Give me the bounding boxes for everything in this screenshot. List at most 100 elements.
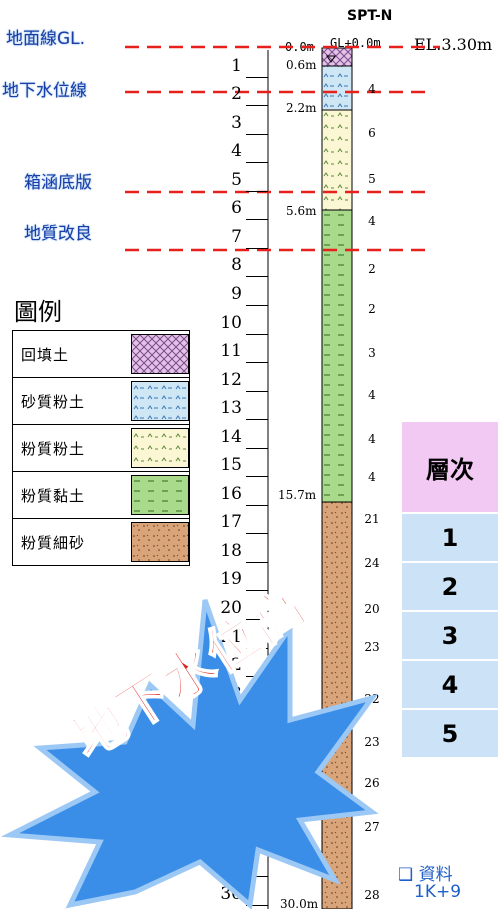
depth-tick: [246, 390, 268, 392]
depth-tick: [246, 647, 268, 649]
legend: 回填土 砂質粉土 粉質粉土 粉質黏土 粉質細砂: [12, 330, 190, 566]
spt-value: 20: [364, 602, 380, 616]
depth-tick-label: 5: [231, 169, 242, 190]
sandy-silt-swatch: [131, 381, 189, 421]
spt-value: 5: [368, 172, 376, 186]
depth-tick-label: 18: [220, 540, 242, 561]
legend-item-label: 粉質粉土: [21, 439, 86, 458]
depth-tick: [246, 247, 268, 249]
layer-table: 層次 1 2 3 4 5: [400, 420, 500, 759]
depth-tick-label: 16: [220, 483, 242, 504]
legend-item: 回填土: [13, 331, 189, 378]
depth-tick: [246, 133, 268, 135]
layer-sandy-silt: [321, 65, 353, 111]
depth-tick: [246, 333, 268, 335]
note-line-1: ❑ 資料: [398, 865, 453, 885]
layer-table-cell: 1: [400, 512, 500, 563]
layer-depth-mark: 0.6m: [286, 58, 317, 72]
spt-value: 3: [368, 346, 376, 360]
legend-item-label: 砂質粉土: [21, 392, 86, 411]
depth-tick-label: 20: [220, 598, 242, 618]
depth-tick-label: 7: [231, 226, 242, 247]
depth-tick-label: 9: [231, 283, 242, 304]
depth-tick: [246, 590, 268, 592]
layer-silty-clay: [321, 209, 353, 503]
depth-tick: [246, 561, 268, 563]
depth-tick-label: 4: [231, 141, 242, 162]
depth-tick-label: 19: [220, 569, 242, 590]
legend-title: 圖例: [14, 298, 62, 326]
spt-value: 23: [364, 735, 380, 749]
spt-value: 4: [368, 214, 376, 228]
legend-item-label: 回填土: [21, 345, 70, 364]
top-depth: 0.0m: [285, 40, 314, 54]
culvert-bottom-label: 箱涵底版: [24, 173, 92, 193]
elevation-label: EL.3.30m: [414, 35, 493, 54]
depth-tick: [246, 304, 268, 306]
depth-tick-label: 6: [231, 198, 242, 219]
depth-tick: [246, 619, 268, 620]
layer-table-cell: 3: [400, 610, 500, 661]
spt-value: 6: [368, 126, 376, 140]
spt-value: 23: [364, 640, 380, 654]
soil-improvement-label: 地質改良: [24, 224, 92, 244]
layer-table-header: 層次: [400, 420, 500, 514]
depth-tick-label: 12: [220, 369, 242, 390]
silty-fine-sand-swatch: [131, 522, 189, 562]
groundwater-level-label: 地下水位線: [2, 81, 87, 101]
depth-tick: [246, 76, 268, 78]
depth-tick-label: 1: [231, 55, 242, 76]
depth-tick: [246, 419, 268, 421]
spt-value: 2: [368, 262, 376, 276]
layer-depth-mark: 5.6m: [286, 204, 317, 218]
silty-silt-swatch: [131, 428, 189, 468]
layer-table-cell: 5: [400, 708, 500, 759]
ground-surface-label: 地面線GL.: [6, 29, 86, 49]
depth-tick-label: 11: [220, 341, 242, 362]
spt-value: 21: [364, 512, 380, 526]
depth-tick-label: 8: [231, 255, 242, 276]
depth-tick: [246, 875, 268, 877]
layer-backfill: [321, 47, 353, 67]
depth-tick: [246, 504, 268, 506]
layer-depth-mark: 15.7m: [278, 488, 317, 502]
depth-tick-label: 10: [220, 312, 242, 333]
legend-item-label: 粉質細砂: [21, 533, 86, 552]
depth-tick: [246, 190, 268, 192]
legend-item: 粉質黏土: [13, 472, 189, 519]
depth-tick: [246, 904, 268, 906]
layer-table-cell: 2: [400, 561, 500, 612]
spt-value: 27: [364, 820, 380, 834]
depth-tick: [246, 476, 268, 478]
legend-item: 粉質粉土: [13, 425, 189, 472]
depth-tick: [246, 276, 268, 278]
starburst-shape: [0, 599, 379, 909]
spt-value: 28: [364, 888, 380, 902]
spt-value: 4: [368, 388, 376, 402]
spt-value: 2: [368, 302, 376, 316]
depth-tick-label: 15: [220, 455, 242, 476]
backfill-swatch: [131, 334, 189, 374]
depth-tick-label: 13: [220, 398, 242, 419]
spt-value: 24: [364, 556, 380, 570]
depth-tick-label: 21: [220, 626, 242, 647]
legend-item: 粉質細砂: [13, 519, 189, 565]
layer-silty-silt: [321, 109, 353, 211]
layer-table-cell: 4: [400, 659, 500, 710]
spt-value: 4: [368, 82, 376, 96]
depth-tick-label: 2: [231, 84, 242, 105]
depth-tick: [246, 447, 268, 449]
depth-tick-label: 3: [231, 112, 242, 133]
depth-tick: [246, 105, 268, 107]
legend-item-label: 粉質黏土: [21, 486, 86, 505]
depth-tick-label: 17: [220, 512, 242, 533]
legend-item: 砂質粉土: [13, 378, 189, 425]
depth-tick: [246, 219, 268, 221]
depth-tick-label: 14: [220, 426, 242, 447]
depth-tick: [246, 162, 268, 164]
note-line-2: 1K+9: [414, 882, 462, 902]
layer-depth-mark: 2.2m: [286, 101, 317, 115]
depth-tick: [246, 533, 268, 535]
spt-value: 4: [368, 432, 376, 446]
